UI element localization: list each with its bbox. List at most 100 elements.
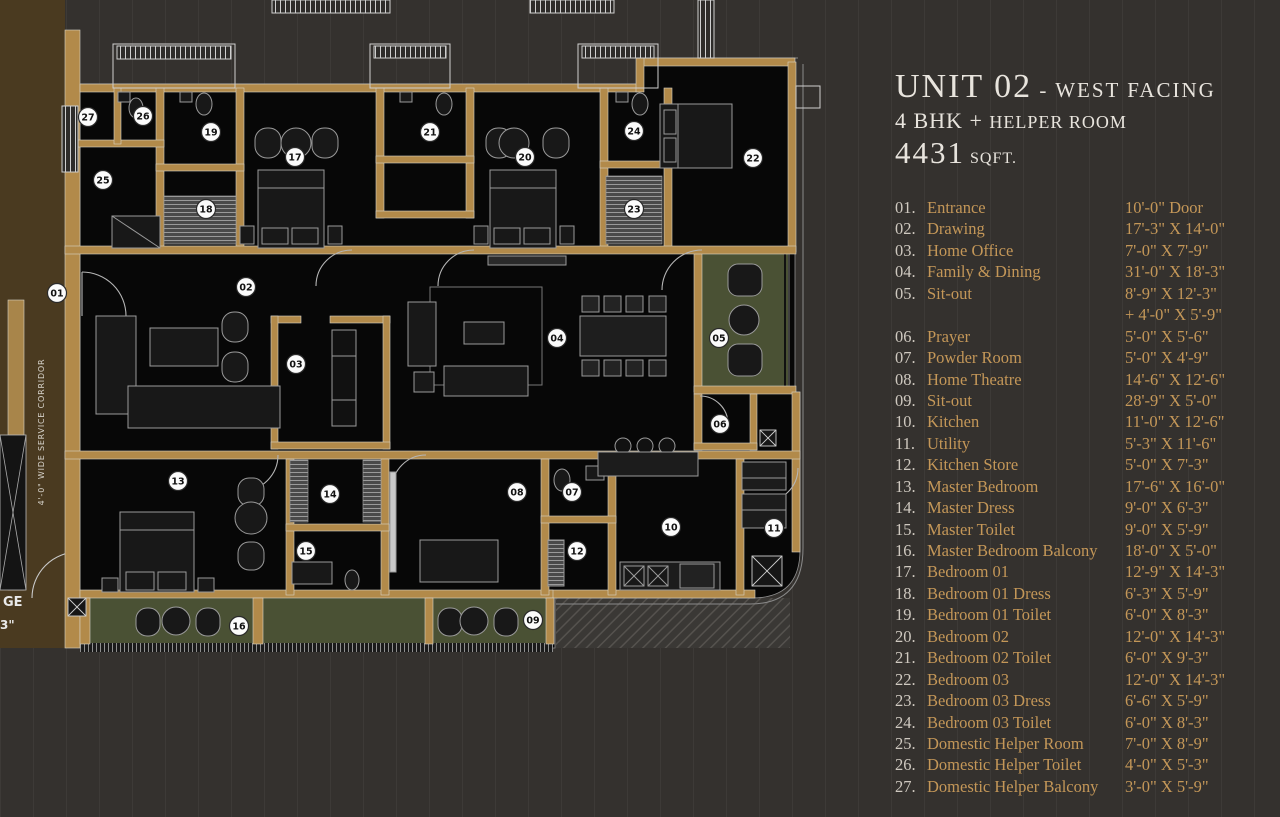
room-marker-09: [522, 609, 544, 631]
legend-room-dimension: 12'-0" X 14'-3": [1125, 626, 1226, 646]
legend-room-name: Entrance: [927, 198, 986, 217]
room-marker-08: [506, 481, 528, 503]
room-marker-11: [763, 517, 785, 539]
legend-room-dimension: 17'-3" X 14'-0": [1125, 219, 1226, 239]
legend-room-dimension: 7'-0" X 7'-9": [1125, 240, 1209, 260]
room-marker-25: [92, 169, 114, 191]
legend-room-name: Drawing: [927, 219, 985, 239]
legend-number: 13.: [895, 476, 916, 496]
unit-title-line: UNIT 02 - WEST FACING: [895, 68, 1280, 106]
room-marker-label: 05: [712, 333, 725, 344]
legend-room-dimension: 17'-6" X 16'-0": [1125, 476, 1226, 496]
room-marker-label: 06: [713, 419, 727, 430]
room-marker-18: [195, 198, 217, 220]
legend-room-name: Bedroom 02: [927, 626, 1010, 646]
legend-room-name: Kitchen Store: [927, 455, 1019, 475]
room-marker-23: [623, 198, 645, 220]
legend-number: 09.: [895, 390, 916, 410]
room-marker-27: [77, 106, 99, 128]
room-marker-label: 23: [627, 204, 640, 215]
legend-room-dimension: 6'-0" X 8'-3": [1125, 605, 1209, 625]
legend-room-name: Domestic Helper Room: [927, 733, 1084, 753]
legend-room-name: Sit-out: [927, 390, 972, 410]
legend-room-dimension: 9'-0" X 6'-3": [1125, 498, 1209, 518]
legend-room-dimension: 7'-0" X 8'-9": [1125, 733, 1209, 753]
room-marker-01: [46, 282, 68, 304]
balconies: [80, 254, 790, 652]
legend-room-dimension: 12'-0" X 14'-3": [1125, 669, 1226, 689]
legend-room-name: Domestic Helper Balcony: [927, 776, 1099, 796]
legend-number: 19.: [895, 605, 916, 625]
legend-number: 08.: [895, 369, 916, 389]
room-marker-label: 15: [299, 546, 312, 557]
room-marker-label: 18: [199, 204, 213, 215]
legend-room-dimension: 4'-0" X 5'-3": [1125, 755, 1209, 775]
legend-number: 26.: [895, 755, 916, 775]
legend-room-name: Bedroom 01 Toilet: [927, 605, 1052, 625]
room-marker-label: 08: [510, 487, 524, 498]
legend-room-name: Bedroom 01: [927, 562, 1010, 582]
legend-room-name: Sit-out: [927, 283, 972, 303]
room-marker-label: 16: [232, 621, 246, 632]
corridor-label: 4'-0" WIDE SERVICE CORRIDOR: [37, 359, 46, 506]
legend-number: 16.: [895, 541, 916, 560]
room-marker-16: [228, 615, 250, 637]
room-marker-05: [708, 327, 730, 349]
legend-room-dimension: 5'-3" X 11'-6": [1125, 433, 1217, 453]
edge-fragment-2: 3": [0, 618, 15, 632]
legend-room-dimension: 6'-0" X 9'-3": [1125, 648, 1209, 668]
legend-room-name: Utility: [927, 433, 971, 453]
legend-room-dimension: 6'-3" X 5'-9": [1125, 583, 1209, 603]
legend-room-dimension: 6'-6" X 5'-9": [1125, 691, 1209, 711]
unit-helper: HELPER ROOM: [989, 112, 1127, 132]
room-marker-17: [284, 146, 306, 168]
legend-room-dimension: 12'-9" X 14'-3": [1125, 562, 1226, 582]
legend-row: + 4'-0" X 5'-9": [895, 304, 1280, 325]
room-marker-label: 10: [664, 522, 678, 533]
room-marker-07: [561, 481, 583, 503]
room-marker-label: 20: [518, 152, 532, 163]
legend-number: 22.: [895, 669, 916, 689]
legend-number: 07.: [895, 348, 916, 368]
legend-room-dimension: 14'-6" X 12'-6": [1125, 369, 1226, 389]
room-marker-03: [285, 353, 307, 375]
legend-number: 01.: [895, 198, 916, 217]
legend-room-name: Domestic Helper Toilet: [927, 755, 1082, 775]
room-marker-label: 03: [289, 359, 302, 370]
room-marker-label: 22: [746, 153, 759, 164]
window-ledges: [61, 0, 821, 173]
legend-number: 04.: [895, 262, 916, 282]
room-marker-label: 24: [627, 126, 641, 137]
unit-area: 4431 SQFT.: [895, 135, 1280, 171]
room-marker-label: 07: [565, 487, 578, 498]
legend-room-name: Family & Dining: [927, 262, 1041, 282]
legend-number: 10.: [895, 412, 916, 432]
room-marker-06: [709, 413, 731, 435]
room-marker-12: [566, 540, 588, 562]
legend-room-dimension: 9'-0" X 5'-9": [1125, 519, 1209, 539]
room-marker-label: 26: [136, 111, 150, 122]
legend-room-dimension: 5'-0" X 4'-9": [1125, 348, 1209, 368]
legend-number: 05.: [895, 283, 916, 303]
furniture: [95, 91, 787, 637]
room-marker-label: 19: [204, 127, 217, 138]
legend-row: 26. Domestic Helper Toilet 4'-0" X 5'-3": [895, 754, 1280, 775]
room-marker-label: 02: [239, 282, 252, 293]
legend-number: 02.: [895, 219, 916, 239]
room-marker-label: 14: [323, 489, 337, 500]
room-marker-19: [200, 121, 222, 143]
edge-fragment-1: GE: [3, 595, 23, 610]
walls: [64, 29, 801, 649]
